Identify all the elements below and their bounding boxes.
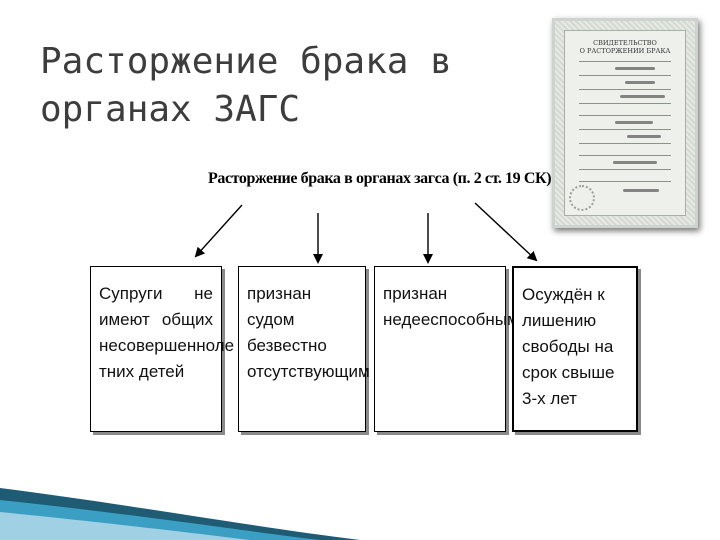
divorce-certificate-image: СВИДЕТЕЛЬСТВО О РАСТОРЖЕНИИ БРАКА bbox=[552, 18, 698, 228]
certificate-seal bbox=[569, 185, 595, 211]
certificate-form-line bbox=[579, 155, 671, 156]
certificate-form-line bbox=[579, 115, 671, 116]
certificate-form-line bbox=[579, 89, 671, 90]
arrow-to-box-4 bbox=[474, 202, 538, 262]
condition-box-incapacitated: признан недееспособным bbox=[374, 266, 519, 432]
certificate-handwriting bbox=[615, 67, 655, 70]
condition-box-missing: признан судом безвестно отсутствующим bbox=[238, 266, 370, 432]
certificate-handwriting bbox=[625, 81, 655, 84]
condition-box-convicted: Осуждён к лишению свободы на срок свыше … bbox=[512, 266, 638, 432]
decorative-swoosh bbox=[0, 488, 360, 540]
slide-title: Расторжение брака в органах ЗАГС bbox=[40, 41, 452, 130]
certificate-title: СВИДЕТЕЛЬСТВО О РАСТОРЖЕНИИ БРАКА bbox=[579, 39, 671, 55]
certificate-handwriting bbox=[613, 161, 657, 164]
certificate-handwriting bbox=[620, 95, 665, 98]
certificate-signature bbox=[623, 189, 659, 192]
certificate-form-line bbox=[579, 103, 671, 104]
certificate-handwriting bbox=[627, 135, 661, 138]
certificate-form-line bbox=[579, 129, 671, 130]
certificate-handwriting bbox=[615, 121, 653, 124]
certificate-inner-frame: СВИДЕТЕЛЬСТВО О РАСТОРЖЕНИИ БРАКА bbox=[564, 30, 686, 216]
certificate-form-line bbox=[579, 61, 671, 62]
condition-box-no-children: Супруги не имеют общих несовершенноле тн… bbox=[90, 266, 234, 432]
certificate-form-line bbox=[579, 181, 671, 182]
diagram-heading: Расторжение брака в органах загса (п. 2 … bbox=[208, 170, 552, 187]
certificate-form-line bbox=[579, 75, 671, 76]
certificate-form-line bbox=[579, 143, 671, 144]
arrow-to-box-1 bbox=[194, 204, 243, 258]
certificate-form-line bbox=[579, 169, 671, 170]
